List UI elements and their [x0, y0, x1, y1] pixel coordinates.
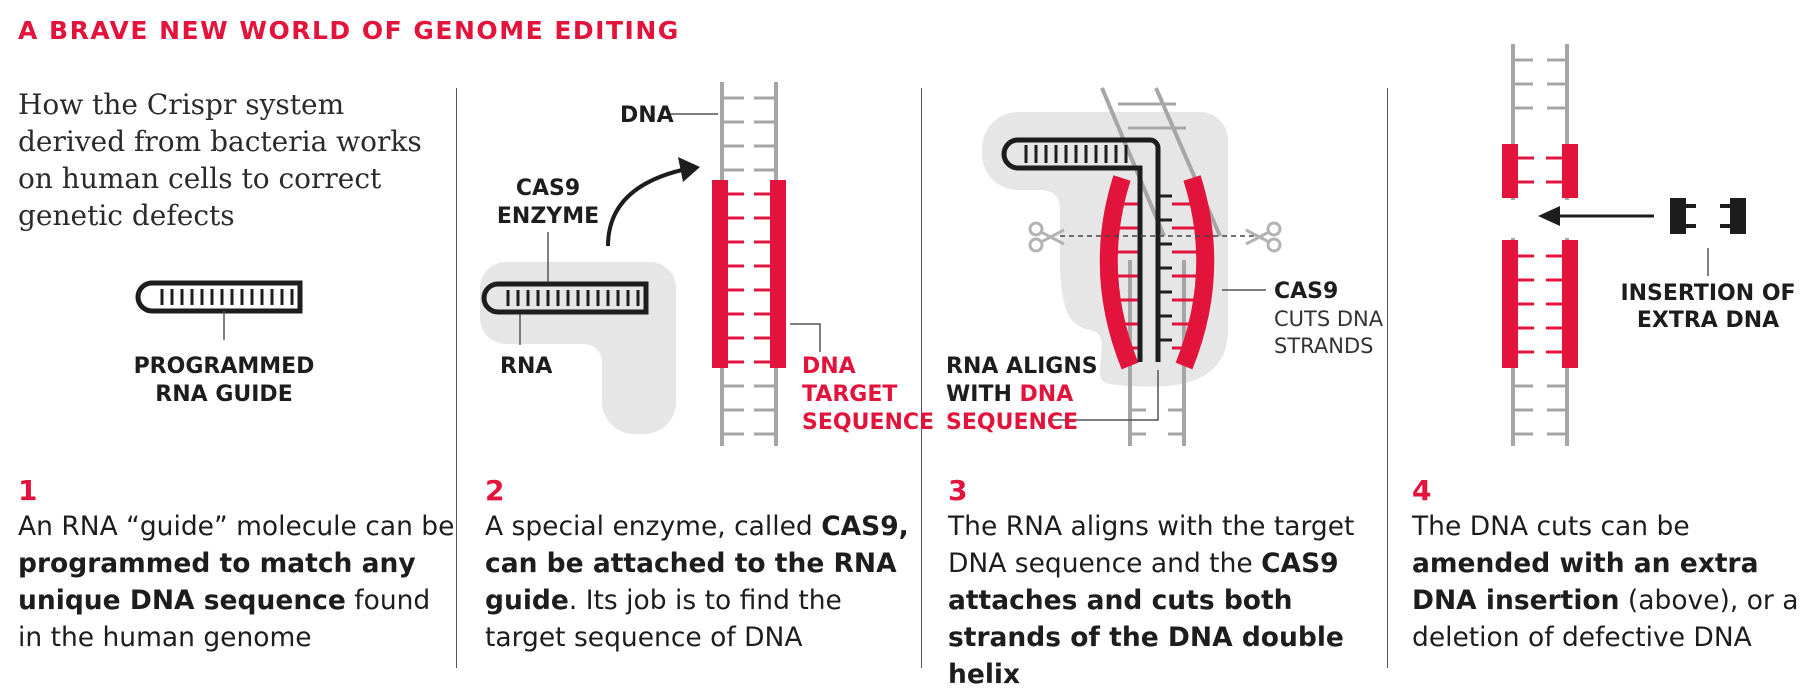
panel3-aligns-line3: SEQUENCE: [946, 410, 1078, 435]
panel3-aligns-line2: WITH DNA: [946, 382, 1073, 407]
panel3-cuts-line2: STRANDS: [1274, 334, 1373, 358]
arrow-icon: [606, 168, 683, 247]
step-3-number: 3: [948, 474, 968, 507]
panel1-label-line1: PROGRAMMED: [134, 354, 315, 379]
panel3-aligns-line1: RNA ALIGNS: [946, 354, 1098, 379]
scissors-right-icon: [1245, 221, 1282, 253]
panel2-rna-label: RNA: [500, 354, 552, 379]
panel3-rna-guide: [1001, 137, 1172, 362]
step-3-text: The RNA aligns with the target DNA seque…: [948, 511, 1355, 690]
divider-1: [456, 88, 457, 668]
panel2-cas9-line2: ENZYME: [497, 204, 599, 229]
step-4-text: The DNA cuts can be amended with an extr…: [1412, 511, 1799, 653]
panel2-target-line3: SEQUENCE: [802, 410, 934, 435]
panel3-cas9-label: CAS9: [1274, 279, 1338, 304]
panel1-label-line2: RNA GUIDE: [155, 382, 292, 407]
panel4-dna-ladder: [1502, 44, 1578, 446]
panel3-dna-ladder: [1099, 87, 1222, 446]
step-2-number: 2: [485, 474, 505, 507]
divider-3: [1387, 88, 1388, 668]
step-4-number: 4: [1412, 474, 1432, 507]
panel4-insert-line1: INSERTION OF: [1620, 281, 1795, 306]
panel2-target-line2: TARGET: [802, 382, 897, 407]
page-title: A BRAVE NEW WORLD OF GENOME EDITING: [18, 16, 680, 45]
panel2-dna-label: DNA: [620, 103, 674, 128]
step-1-text: An RNA “guide” molecule can be programme…: [18, 511, 455, 653]
intro-text: How the Crispr system derived from bacte…: [18, 88, 422, 232]
step-2-text: A special enzyme, called CAS9, can be at…: [485, 511, 909, 653]
panel4-insert-line2: EXTRA DNA: [1637, 308, 1779, 333]
panel3-cuts-line1: CUTS DNA: [1274, 307, 1384, 331]
scissors-left-icon: [1028, 221, 1065, 253]
rna-guide-icon: [138, 283, 300, 340]
panel2-target-line1: DNA: [802, 354, 856, 379]
divider-2: [921, 88, 922, 668]
panel2-cas9-line1: CAS9: [516, 176, 580, 201]
extra-dna-fragment-icon: [1670, 198, 1746, 234]
step-1-number: 1: [18, 474, 38, 507]
panel2-dna-ladder: [712, 82, 786, 446]
